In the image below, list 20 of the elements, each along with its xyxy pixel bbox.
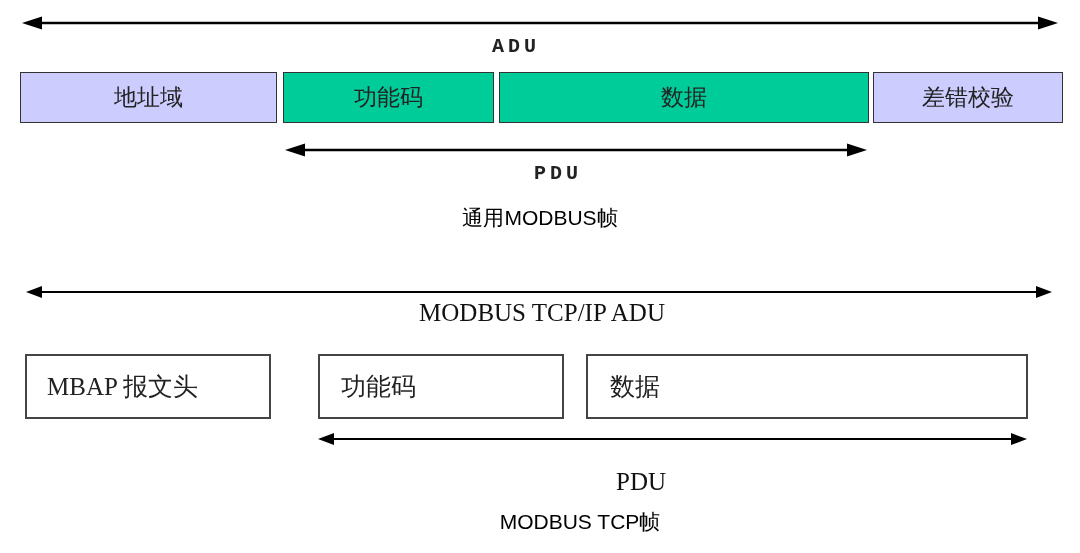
span-label: PDU xyxy=(534,164,582,184)
field-label: 数据 xyxy=(661,84,707,112)
field-label: 数据 xyxy=(610,372,660,402)
field-label: 地址域 xyxy=(114,84,183,112)
field-label: MBAP 报文头 xyxy=(47,372,199,402)
frame-caption: 通用MODBUS帧 xyxy=(462,207,618,228)
field-label: 功能码 xyxy=(354,84,423,112)
frame-field-box xyxy=(499,72,869,123)
frame-field-box xyxy=(586,354,1028,419)
frame-field-box xyxy=(20,72,277,123)
span-label: ADU xyxy=(492,37,540,57)
frame-field-box xyxy=(318,354,564,419)
frame-field-box xyxy=(25,354,271,419)
frame-caption: MODBUS TCP帧 xyxy=(499,511,661,532)
field-label: 功能码 xyxy=(341,372,416,402)
frame-field-box xyxy=(873,72,1063,123)
field-label: 差错校验 xyxy=(922,84,1014,112)
span-label: PDU xyxy=(616,469,666,494)
frame-field-box xyxy=(283,72,494,123)
span-label: MODBUS TCP/IP ADU xyxy=(419,300,665,325)
